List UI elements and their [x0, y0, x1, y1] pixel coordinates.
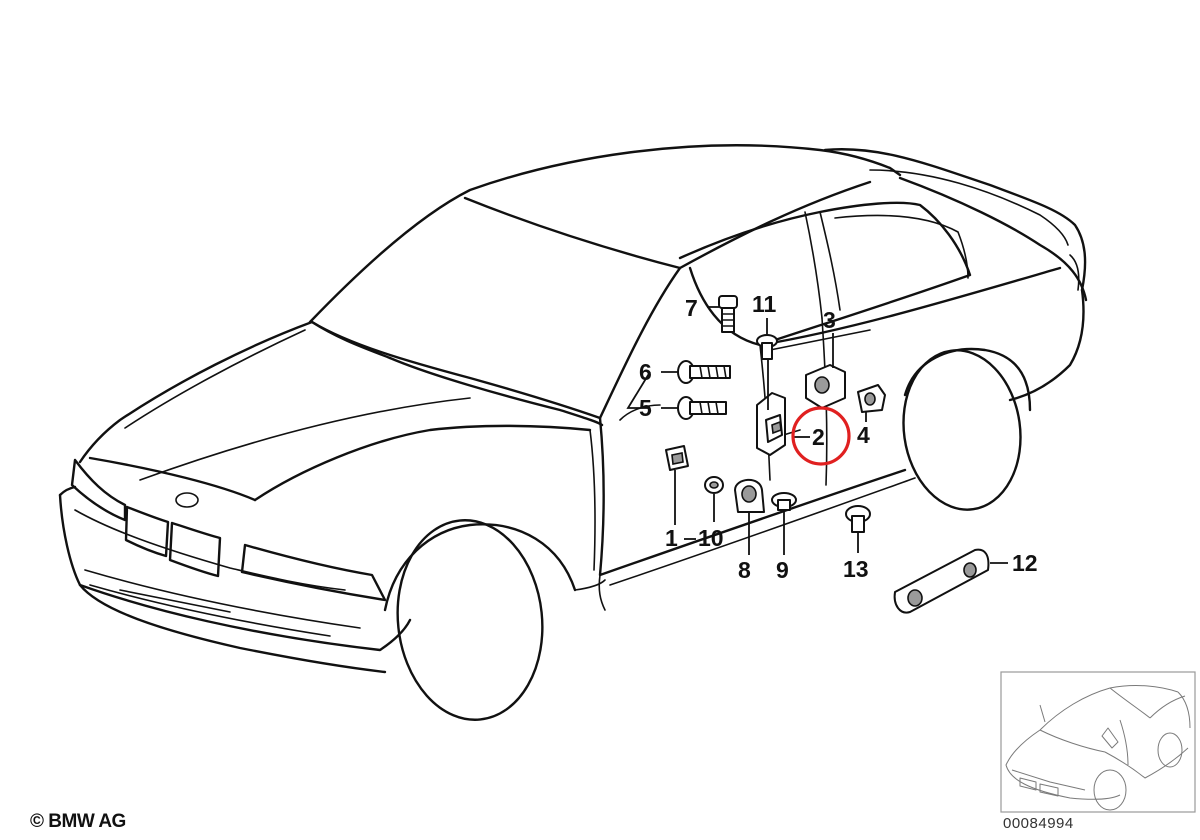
thumbnail-car-icon — [1000, 671, 1196, 813]
callout-3[interactable]: 3 — [823, 307, 836, 333]
part-4-clip — [857, 384, 886, 413]
callout-12[interactable]: 12 — [1012, 550, 1038, 576]
copyright-label: © BMW AG — [30, 811, 126, 832]
part-8-striker — [734, 478, 765, 513]
callout-9[interactable]: 9 — [776, 557, 789, 583]
part-9-screw — [771, 492, 797, 511]
part-6-bolt — [677, 360, 731, 384]
highlight-circle-icon — [791, 406, 851, 466]
part-12-plate — [893, 548, 990, 614]
part-2-hinge — [756, 392, 786, 456]
callout-2[interactable]: 2 — [812, 424, 825, 450]
callout-5[interactable]: 5 — [639, 395, 652, 421]
callout-1[interactable]: 1 — [665, 525, 678, 551]
part-11-rivet — [756, 334, 778, 360]
part-5-bolt — [677, 396, 727, 420]
part-1-clip — [665, 445, 689, 471]
callout-10[interactable]: 10 — [698, 525, 724, 551]
part-3-bracket — [805, 364, 846, 409]
callout-6[interactable]: 6 — [639, 359, 652, 385]
part-7-bolt — [718, 295, 738, 333]
callout-8[interactable]: 8 — [738, 557, 751, 583]
part-13-pin — [845, 505, 871, 533]
diagram-number: 00084994 — [1003, 815, 1074, 832]
car-outline-icon — [58, 144, 1088, 721]
callout-13[interactable]: 13 — [843, 556, 869, 582]
part-10-nut — [704, 476, 724, 494]
callout-4[interactable]: 4 — [857, 422, 870, 448]
leader-lines — [626, 306, 1008, 564]
callout-7[interactable]: 7 — [685, 295, 698, 321]
callout-11[interactable]: 11 — [752, 291, 777, 317]
